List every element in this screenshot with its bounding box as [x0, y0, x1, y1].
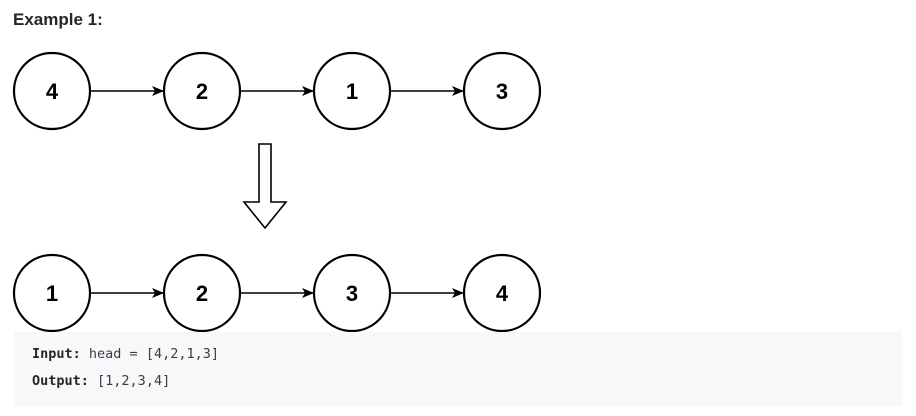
list-node: 2 — [162, 51, 242, 131]
node-value: 3 — [496, 79, 508, 104]
list-node: 3 — [462, 51, 542, 131]
list-node: 3 — [312, 253, 392, 332]
node-value: 2 — [196, 79, 208, 104]
example-heading: Example 1: — [13, 10, 103, 29]
linked-list-diagram: 4 2 1 3 1 2 3 — [12, 51, 542, 332]
input-label: Input: — [32, 346, 81, 362]
list-node: 4 — [12, 51, 92, 131]
node-value: 4 — [496, 281, 509, 306]
output-list: 1 2 3 4 — [12, 253, 542, 332]
node-value: 4 — [46, 79, 59, 104]
node-value: 1 — [46, 281, 58, 306]
example-code-block: Input: head = [4,2,1,3] Output: [1,2,3,4… — [14, 332, 902, 406]
down-arrow-icon — [242, 143, 288, 230]
input-value: head = [4,2,1,3] — [88, 346, 219, 362]
output-value: [1,2,3,4] — [97, 373, 171, 389]
output-line: Output: [1,2,3,4] — [32, 373, 170, 389]
list-node: 1 — [12, 253, 92, 332]
node-value: 1 — [346, 79, 358, 104]
output-label: Output: — [32, 373, 89, 389]
list-node: 4 — [462, 253, 542, 332]
input-line: Input: head = [4,2,1,3] — [32, 346, 219, 362]
list-node: 2 — [162, 253, 242, 332]
node-value: 2 — [196, 281, 208, 306]
node-value: 3 — [346, 281, 358, 306]
input-list: 4 2 1 3 — [12, 51, 542, 131]
list-node: 1 — [312, 51, 392, 131]
